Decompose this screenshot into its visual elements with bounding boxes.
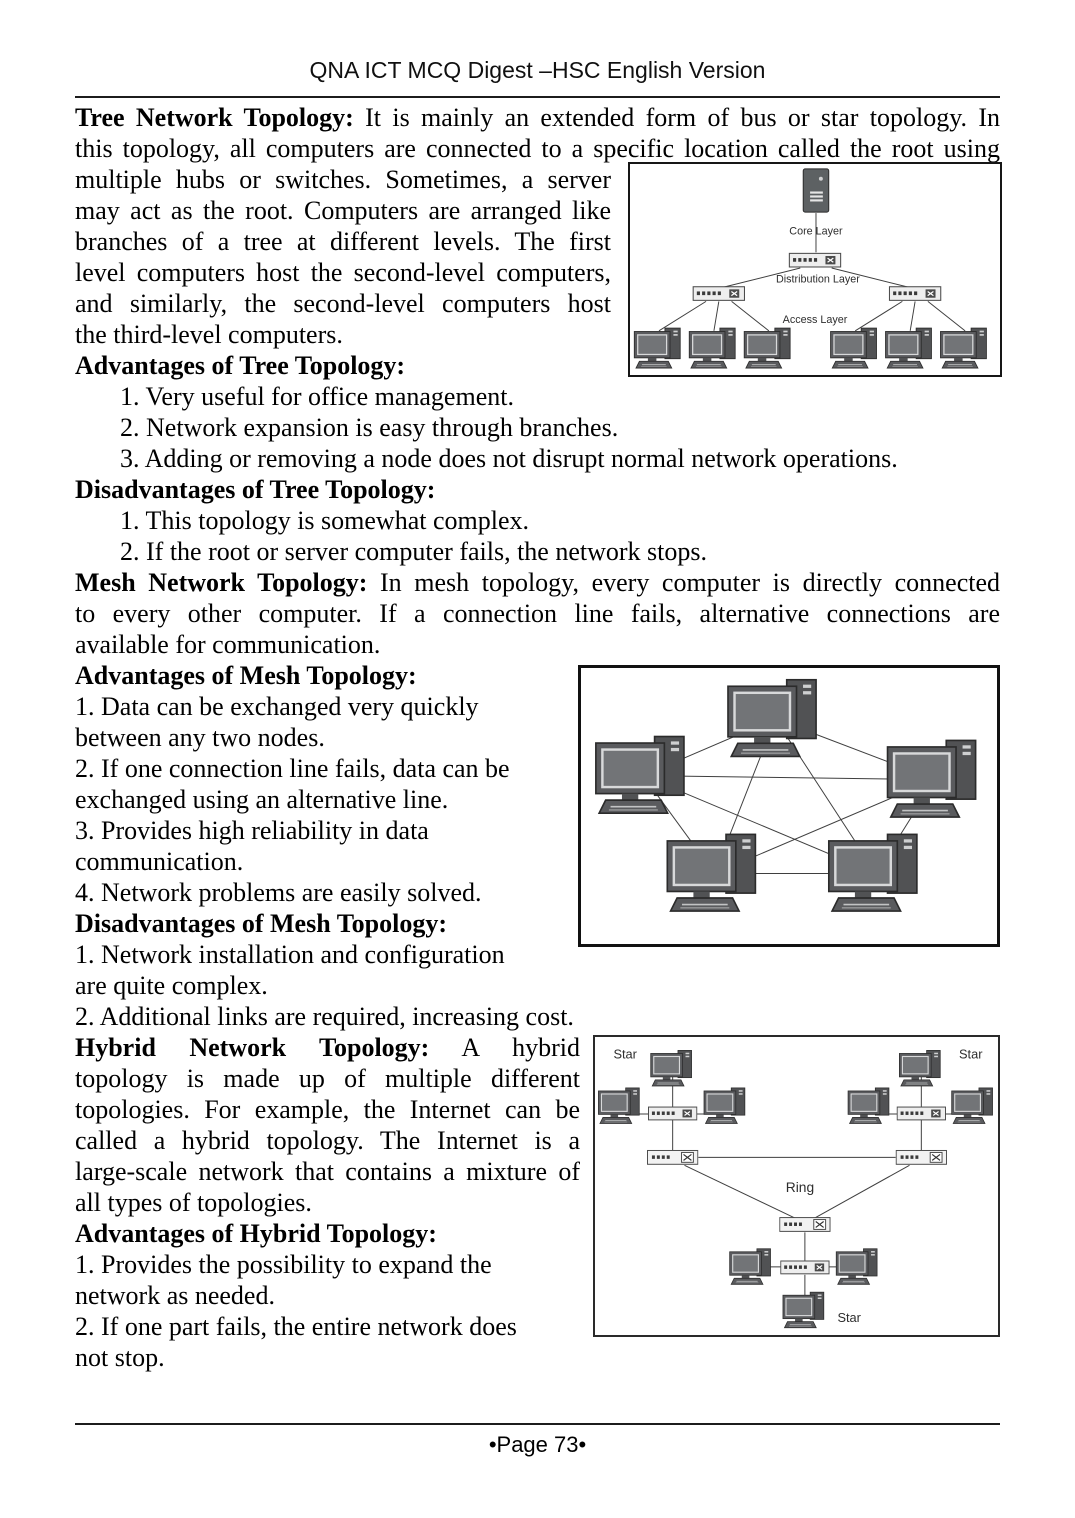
star-label: Star (837, 1310, 861, 1325)
hybrid-intro-line: topology is made up of multiple differen… (75, 1064, 580, 1093)
computer-icon (666, 833, 757, 913)
list-item: 2. If one part fails, the entire network… (75, 1312, 517, 1341)
computer-icon (633, 327, 681, 369)
tree-intro-line: this topology, all computers are connect… (75, 134, 1000, 163)
list-item: 1. Very useful for office management. (120, 382, 514, 411)
hybrid-intro-line: called a hybrid topology. The Internet i… (75, 1126, 580, 1155)
tree-intro-line: Tree Network Topology: It is mainly an e… (75, 103, 1000, 132)
computer-icon (703, 1087, 746, 1125)
tree-intro-line: branches of a tree at different levels. … (75, 227, 611, 256)
list-item: network as needed. (75, 1281, 275, 1310)
hybrid-intro-line: topologies. For example, the Internet ca… (75, 1095, 580, 1124)
footer-rule (75, 1423, 1000, 1425)
page-number: •Page 73• (488, 1432, 587, 1457)
tree-intro-line: may act as the root. Computers are arran… (75, 196, 611, 225)
list-item: exchanged using an alternative line. (75, 785, 449, 814)
list-item: between any two nodes. (75, 723, 325, 752)
mesh-advantages-heading: Advantages of Mesh Topology: (75, 661, 417, 690)
hybrid-topology-diagram: Star Star Ring Star (593, 1035, 1000, 1337)
tree-topology-diagram: Core Layer Distribution Layer Access Lay… (628, 162, 1002, 377)
ring-label: Ring (786, 1179, 814, 1195)
tree-intro-line: level computers host the second-level co… (75, 258, 611, 287)
computer-icon (726, 678, 818, 758)
computer-icon (743, 327, 791, 369)
computer-icon (939, 327, 988, 369)
star-label: Star (959, 1047, 983, 1062)
computer-icon (827, 833, 919, 913)
switch-icon (888, 286, 942, 301)
computer-icon (886, 739, 977, 819)
bold-lead: Tree Network Topology: (75, 103, 354, 132)
router-icon (779, 1216, 831, 1232)
hybrid-intro-line: Hybrid Network Topology: A hybrid (75, 1033, 580, 1062)
list-item: 4. Network problems are easily solved. (75, 878, 482, 907)
page-header-title: QNA ICT MCQ Digest –HSC English Version (309, 57, 766, 83)
header-rule (75, 96, 1000, 98)
list-item: are quite complex. (75, 971, 268, 1000)
mesh-disadvantages-heading: Disadvantages of Mesh Topology: (75, 909, 447, 938)
access-layer-label: Access Layer (783, 314, 848, 326)
tree-advantages-heading: Advantages of Tree Topology: (75, 351, 406, 380)
list-item: 1. This topology is somewhat complex. (120, 506, 529, 535)
hub-icon (647, 1106, 698, 1121)
list-item: 2. If one connection line fails, data ca… (75, 754, 510, 783)
switch-icon (692, 286, 746, 301)
list-item: 1. Data can be exchanged very quickly (75, 692, 479, 721)
bold-lead: Hybrid Network Topology: (75, 1033, 430, 1062)
computer-icon (650, 1049, 693, 1087)
core-layer-label: Core Layer (789, 226, 843, 238)
computer-icon (951, 1087, 994, 1125)
switch-icon (788, 252, 842, 268)
list-item: 1. Provides the possibility to expand th… (75, 1250, 492, 1279)
computer-icon (594, 735, 686, 815)
hub-icon (896, 1106, 946, 1121)
computer-icon (847, 1087, 890, 1125)
mesh-intro-line: Mesh Network Topology: In mesh topology,… (75, 568, 1000, 597)
computer-icon (829, 327, 878, 369)
list-item: 2. Additional links are required, increa… (75, 1002, 574, 1031)
list-item: 2. If the root or server computer fails,… (120, 537, 708, 566)
star-label: Star (613, 1047, 637, 1062)
server-icon (802, 168, 830, 213)
computer-icon (884, 327, 933, 369)
hybrid-intro-line: all types of topologies. (75, 1188, 312, 1217)
router-icon (895, 1149, 947, 1165)
mesh-intro-line: available for communication. (75, 630, 381, 659)
tree-intro-line: multiple hubs or switches. Sometimes, a … (75, 165, 611, 194)
list-item: communication. (75, 847, 244, 876)
computer-icon (898, 1049, 941, 1087)
hub-icon (780, 1260, 830, 1275)
computer-icon (835, 1248, 878, 1285)
tree-disadvantages-heading: Disadvantages of Tree Topology: (75, 475, 436, 504)
hybrid-advantages-heading: Advantages of Hybrid Topology: (75, 1219, 437, 1248)
list-item: 3. Adding or removing a node does not di… (120, 444, 898, 473)
tree-intro-line: the third-level computers. (75, 320, 343, 349)
tree-intro-line: and similarly, the second-level computer… (75, 289, 611, 318)
mesh-intro-line: to every other computer. If a connection… (75, 599, 1000, 628)
computer-icon (688, 327, 736, 369)
computer-icon (597, 1087, 640, 1125)
mesh-topology-diagram (578, 665, 1000, 947)
list-item: 3. Provides high reliability in data (75, 816, 429, 845)
bold-lead: Mesh Network Topology: (75, 568, 368, 597)
list-item: 2. Network expansion is easy through bra… (120, 413, 619, 442)
hybrid-intro-line: large-scale network that contains a mixt… (75, 1157, 580, 1186)
body-text: Tree Network Topology: It is mainly an e… (0, 102, 1075, 1373)
list-item: not stop. (75, 1343, 165, 1372)
computer-icon (782, 1291, 825, 1329)
list-item: 1. Network installation and configuratio… (75, 940, 505, 969)
router-icon (647, 1149, 699, 1165)
distribution-layer-label: Distribution Layer (776, 274, 860, 286)
computer-icon (729, 1248, 772, 1285)
